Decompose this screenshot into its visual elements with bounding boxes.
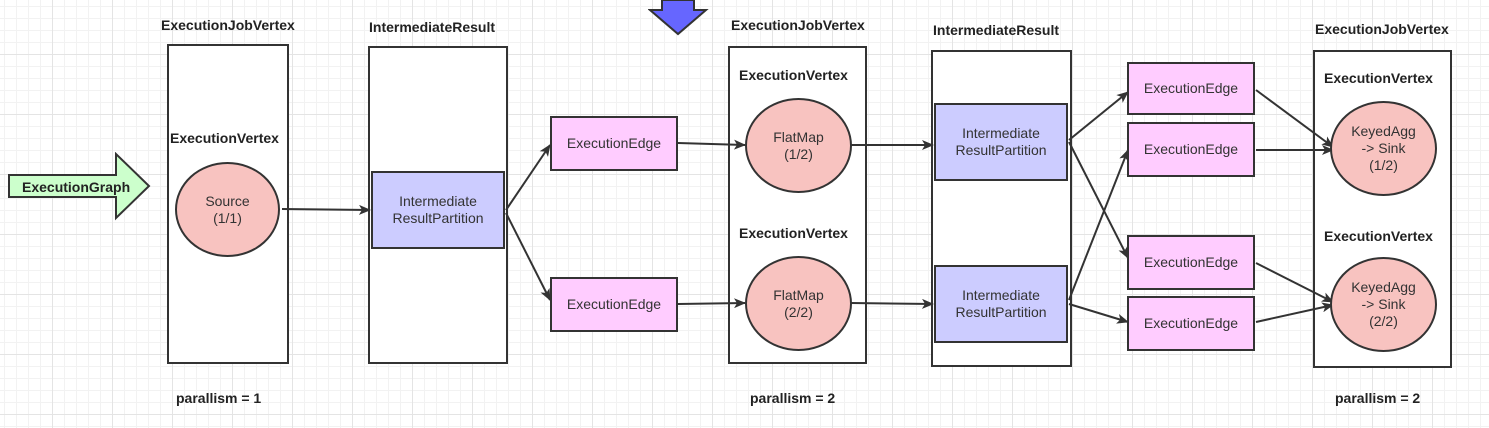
arrow-partition-to-edge-top [505, 144, 551, 211]
arrow-source-to-partition [281, 204, 371, 215]
execution-graph-label: ExecutionGraph [22, 179, 131, 195]
arrow-partition-2-to-edge-d [1068, 303, 1129, 324]
node-flatmap-2: FlatMap (2/2) [745, 256, 852, 351]
arrow-partition-2-to-edge-b [1068, 149, 1129, 301]
execution-vertex-label-keyedagg-2: ExecutionVertex [1324, 228, 1433, 244]
arrow-flatmap-2-to-partition-2 [850, 298, 934, 309]
execution-vertex-label-flatmap-1: ExecutionVertex [739, 67, 848, 83]
execution-vertex-label-keyedagg-1: ExecutionVertex [1324, 70, 1433, 86]
intermediate-result-title-2: IntermediateResult [933, 22, 1060, 38]
arrow-edge-d-to-keyedagg-2 [1255, 302, 1334, 323]
arrow-edge-bottom-to-flatmap-2 [677, 298, 746, 309]
arrow-edge-a-to-keyedagg-1 [1255, 89, 1334, 148]
node-source: Source (1/1) [175, 162, 280, 257]
execution-edge-flatmap-2-to-keyedagg-1: ExecutionEdge [1127, 122, 1255, 177]
job-vertex-title-1: ExecutionJobVertex [161, 17, 295, 33]
arrow-edge-top-to-flatmap-1 [677, 139, 746, 150]
intermediate-result-partition-flatmap-2: Intermediate ResultPartition [934, 265, 1068, 343]
parallelism-label-2: parallism = 2 [750, 390, 836, 406]
execution-edge-flatmap-1-to-keyedagg-1: ExecutionEdge [1127, 62, 1255, 115]
job-vertex-title-2: ExecutionJobVertex [731, 17, 865, 33]
intermediate-result-partition-source: Intermediate ResultPartition [371, 171, 505, 249]
execution-edge-flatmap-1-to-keyedagg-2: ExecutionEdge [1127, 235, 1255, 290]
intermediate-result-partition-flatmap-1: Intermediate ResultPartition [934, 103, 1068, 181]
execution-edge-source-to-flatmap-2: ExecutionEdge [550, 277, 678, 332]
parallelism-label-1: parallism = 1 [176, 390, 262, 406]
arrow-partition-1-to-edge-a [1068, 91, 1129, 141]
node-keyedagg-1: KeyedAgg -> Sink (1/2) [1330, 101, 1437, 196]
execution-graph-arrow-icon [8, 152, 151, 221]
node-flatmap-1: FlatMap (1/2) [745, 98, 852, 193]
execution-edge-flatmap-2-to-keyedagg-2: ExecutionEdge [1127, 296, 1255, 351]
execution-vertex-label-source: ExecutionVertex [170, 130, 279, 146]
arrow-partition-1-to-edge-c [1068, 141, 1129, 259]
parallelism-label-3: parallism = 2 [1335, 390, 1421, 406]
execution-edge-source-to-flatmap-1: ExecutionEdge [550, 116, 678, 171]
down-arrow-icon [648, 0, 709, 36]
node-keyedagg-2: KeyedAgg -> Sink (2/2) [1330, 257, 1437, 352]
intermediate-result-title-1: IntermediateResult [369, 19, 496, 35]
job-vertex-title-3: ExecutionJobVertex [1315, 21, 1449, 37]
arrow-partition-to-edge-bottom [505, 212, 551, 301]
arrow-edge-c-to-keyedagg-2 [1255, 262, 1334, 303]
execution-vertex-label-flatmap-2: ExecutionVertex [739, 225, 848, 241]
